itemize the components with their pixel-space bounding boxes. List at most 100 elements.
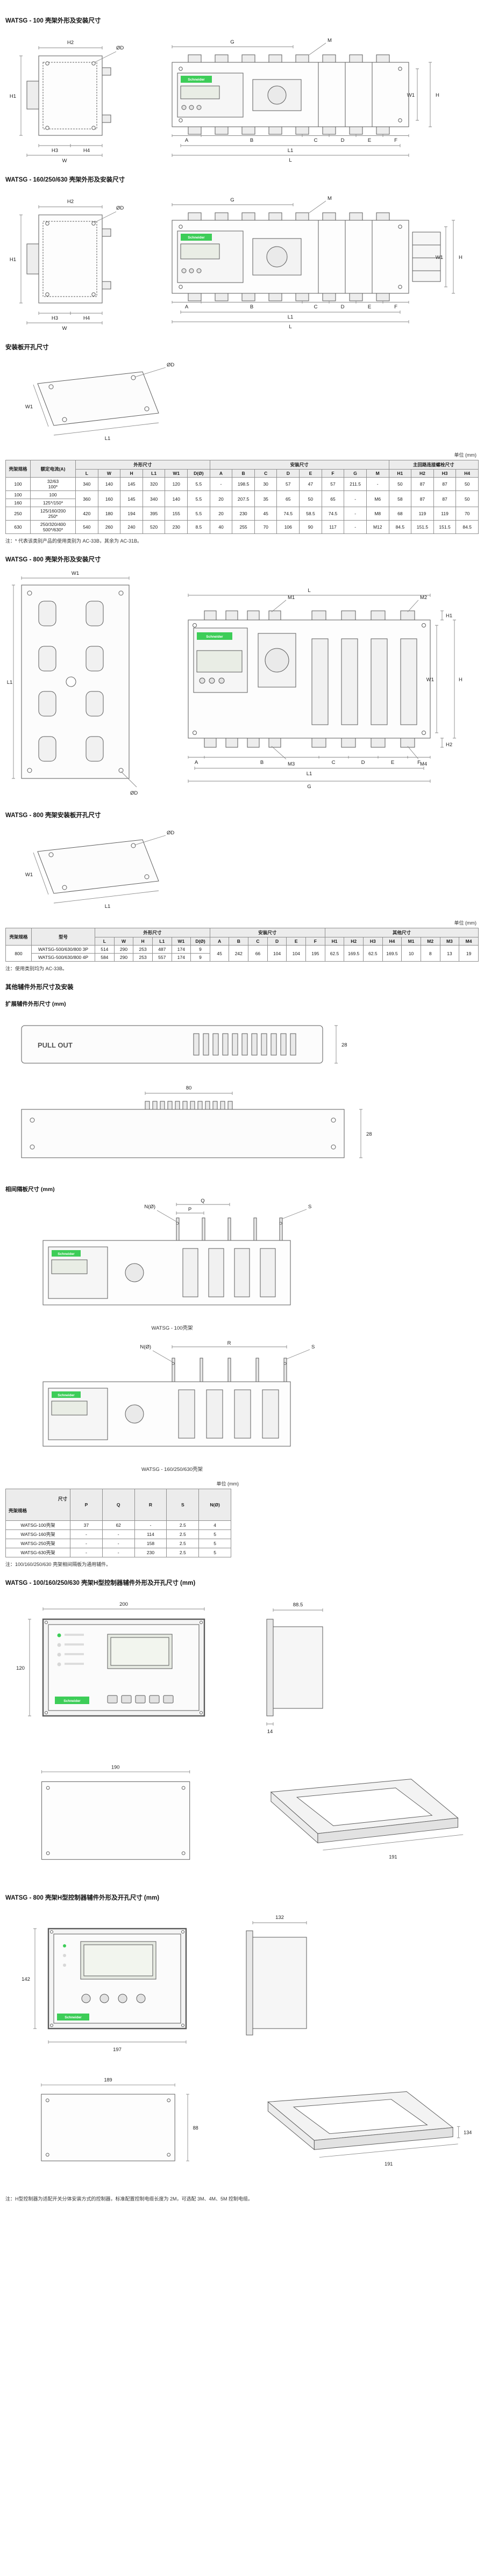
- table-cell: 5.5: [187, 490, 210, 507]
- table-cell: 584: [95, 953, 115, 962]
- subheader: D(Ø): [187, 469, 210, 478]
- table-cell: 395: [142, 507, 166, 521]
- table2-footnote: 注：使用类别均为 AC-33B。: [5, 966, 68, 971]
- table-cell: 30: [254, 477, 277, 491]
- subheader: S: [166, 1489, 200, 1521]
- header-frame: 壳架规格: [5, 460, 31, 478]
- table-cell: 487: [152, 945, 172, 954]
- schneider-logo-block: [197, 632, 232, 640]
- table-cell: 320: [142, 477, 166, 491]
- barrier-dim-lines: [152, 1345, 310, 1363]
- watsg800-mounting-plate-drawing: W1 L1 ØD: [7, 571, 138, 796]
- table-cell: -: [70, 1539, 103, 1548]
- subheader: G: [344, 469, 367, 478]
- dim-label-197: 197: [113, 2047, 122, 2053]
- dim-label-a: A: [195, 760, 198, 766]
- table-cell: M6: [366, 490, 389, 507]
- dim-label-l: L: [289, 324, 291, 330]
- dim-label-h2: H2: [67, 40, 74, 46]
- subheader: A: [209, 937, 230, 946]
- dim-label-200: 200: [119, 1601, 128, 1607]
- section-title-h-controller-100-630: WATSG - 100/160/250/630 壳架H型控制器辅件外形及开孔尺寸…: [5, 1580, 196, 1586]
- corner-frame-label: 壳架规格: [9, 1508, 27, 1513]
- dim-label-w1: W1: [72, 571, 79, 576]
- subheader: B: [232, 469, 255, 478]
- table-cell: 253: [133, 945, 153, 954]
- table-cell: 420: [75, 507, 98, 521]
- pull-out-label: PULL OUT: [38, 1041, 73, 1049]
- front-view-dim-lines: [172, 42, 432, 157]
- table-cell: 100: [30, 490, 76, 499]
- dim-label-m: M: [328, 196, 332, 201]
- subheader: H4: [455, 469, 479, 478]
- subheader: W: [97, 469, 121, 478]
- subheader: W: [113, 937, 134, 946]
- controller-dim-lines: [33, 1928, 187, 2044]
- subheader: P: [70, 1489, 103, 1521]
- table-header-row: 壳架规格 型号 外形尺寸 安装尺寸 其他尺寸: [5, 928, 479, 946]
- controller800-side-drawing: 132: [246, 1915, 307, 2036]
- barrier-switch-body: [42, 1358, 291, 1447]
- table-cell: 35: [254, 490, 277, 507]
- panel3d-dim-lines: [319, 2126, 460, 2158]
- table-cell: 70: [254, 520, 277, 534]
- table-cell: 50: [388, 477, 412, 491]
- dim-label-191: 191: [389, 1854, 397, 1859]
- dim-label-142: 142: [22, 1976, 30, 1982]
- controller-side-dim-lines: [252, 1921, 307, 1924]
- dim-label-h: H: [459, 255, 462, 261]
- plate-dim-lines: [33, 367, 166, 436]
- section-title-watsg800: WATSG - 800 壳架外形及安装尺寸: [5, 557, 101, 563]
- table-cell: 174: [171, 953, 191, 962]
- subheader: M1: [401, 937, 421, 946]
- schneider-logo-block: [57, 2014, 89, 2021]
- table-cell: 87: [433, 477, 457, 491]
- table-cell: 360: [75, 490, 98, 507]
- unit-note: 单位 (mm): [216, 1481, 239, 1487]
- dim-label-120: 120: [16, 1665, 25, 1671]
- table-cell: 145: [120, 490, 143, 507]
- header-bolt-group: 主回路连接螺栓尺寸: [388, 460, 479, 470]
- dim-label-w1: W1: [426, 677, 434, 683]
- table-cell: WATSG-160壳架: [5, 1529, 70, 1539]
- table-cell: 87: [411, 490, 434, 507]
- table3-corner-header: 尺寸 壳架规格: [5, 1489, 70, 1521]
- table-cell: 145: [120, 477, 143, 491]
- dim-label-f: F: [394, 138, 397, 143]
- table-cell: 62.5: [324, 945, 345, 962]
- subheader: M3: [439, 937, 460, 946]
- dim-label-l1: L1: [307, 771, 312, 777]
- dim-label-m1: M1: [288, 595, 295, 601]
- subheader: Q: [102, 1489, 135, 1521]
- table-cell: 5.5: [187, 477, 210, 491]
- schneider-logo-block: [181, 76, 212, 83]
- dim-label-28: 28: [366, 1131, 372, 1137]
- side-view-body: [26, 214, 111, 304]
- schneider-logo-block: [52, 1250, 81, 1257]
- schneider-logo-text: Schneider: [188, 78, 205, 82]
- dim-label-134: 134: [464, 2130, 472, 2135]
- subheader: N(Ø): [198, 1489, 231, 1521]
- table-cell: 74.5: [321, 507, 345, 521]
- schneider-logo-block: [52, 1391, 81, 1398]
- header-current: 额定电流(A): [30, 460, 76, 478]
- table-cell: 211.5: [344, 477, 367, 491]
- table-cell: 20: [209, 490, 233, 507]
- table3-footnote: 注：100/160/250/630 壳架相间隔板为通用辅件。: [5, 1562, 111, 1567]
- table-cell: 160: [5, 499, 31, 507]
- table-cell: 57: [276, 477, 300, 491]
- table-cell: 87: [433, 490, 457, 507]
- table-cell: 87: [411, 477, 434, 491]
- watsg100-front-view-drawing: Schneider G M H W1 A B C D E F L1 L: [172, 38, 439, 163]
- table-cell: 74.5: [276, 507, 300, 521]
- dim-label-c: C: [332, 760, 336, 766]
- unit-note: 单位 (mm): [454, 920, 477, 926]
- table-cell: 250: [5, 507, 31, 521]
- front-view-dim-lines: [188, 594, 456, 783]
